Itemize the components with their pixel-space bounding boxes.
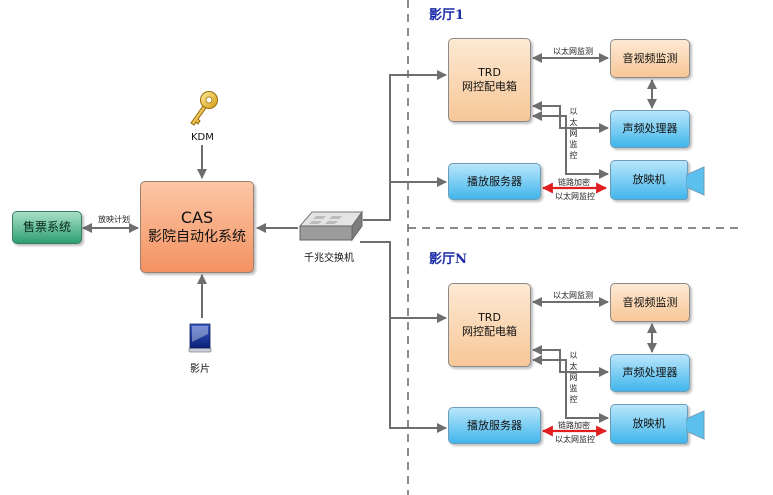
film-icon xyxy=(188,323,212,353)
hall-n-trd-box[interactable]: TRD 网控配电箱 xyxy=(448,283,531,367)
film-label: 影片 xyxy=(190,364,210,375)
switch-icon xyxy=(298,210,363,242)
ticket-system-label: 售票系统 xyxy=(22,220,71,234)
cas-box[interactable]: CAS 影院自动化系统 xyxy=(140,181,254,273)
hall-1-link-encrypt-label: 链路加密 xyxy=(558,178,590,187)
hall-n-audio-processor-label: 声频处理器 xyxy=(622,366,678,379)
ticket-system-box[interactable]: 售票系统 xyxy=(12,211,82,244)
hall-1-trd-subtitle: 网控配电箱 xyxy=(462,80,517,93)
hall-n-trd-title: TRD xyxy=(478,311,501,324)
hall-1-av-monitor-label: 音视频监测 xyxy=(622,51,678,65)
hall-n-eth-monitor-label: 以太网监测 xyxy=(553,291,593,300)
hall-1-av-monitor-box[interactable]: 音视频监测 xyxy=(610,39,690,78)
hall-n-av-monitor-label: 音视频监测 xyxy=(622,295,678,309)
key-icon xyxy=(190,91,218,126)
hall-n-title: 影厅N xyxy=(429,252,467,267)
hall-n-link-encrypt-label: 链路加密 xyxy=(558,421,590,430)
hall-1-eth-monitor-label: 以太网监测 xyxy=(553,47,593,56)
hall-n-av-monitor-box[interactable]: 音视频监测 xyxy=(610,283,690,322)
hall-1-trd-title: TRD xyxy=(478,66,501,79)
hall-1-play-server-label: 播放服务器 xyxy=(467,174,522,188)
hall-1-projector-box[interactable]: 放映机 xyxy=(610,160,688,200)
schedule-label: 放映计划 xyxy=(98,215,130,224)
kdm-label: KDM xyxy=(191,132,214,143)
hall-n-eth-control-vertical-label: 以太网监控 xyxy=(569,351,578,404)
switch-label: 千兆交换机 xyxy=(304,253,354,264)
hall-n-play-server-box[interactable]: 播放服务器 xyxy=(448,407,541,444)
cas-subtitle: 影院自动化系统 xyxy=(148,229,246,245)
hall-n-projector-box[interactable]: 放映机 xyxy=(610,404,688,444)
hall-1-audio-processor-label: 声频处理器 xyxy=(622,122,678,135)
hall-1-eth-control-vertical-label: 以太网监控 xyxy=(569,107,578,160)
hall-n-eth-control-label: 以太网监控 xyxy=(555,435,595,444)
hall-1-title: 影厅1 xyxy=(429,8,465,23)
hall-n-play-server-label: 播放服务器 xyxy=(467,418,522,432)
hall-1-projector-lens-icon xyxy=(686,166,705,196)
cas-title: CAS xyxy=(180,208,214,227)
hall-1-projector-label: 放映机 xyxy=(632,173,666,186)
hall-n-trd-subtitle: 网控配电箱 xyxy=(462,325,517,338)
hall-1-trd-box[interactable]: TRD 网控配电箱 xyxy=(448,38,531,122)
hall-n-projector-lens-icon xyxy=(686,410,705,440)
hall-1-play-server-box[interactable]: 播放服务器 xyxy=(448,163,541,200)
hall-1-audio-processor-box[interactable]: 声频处理器 xyxy=(610,110,690,148)
hall-n-audio-processor-box[interactable]: 声频处理器 xyxy=(610,354,690,392)
hall-1-eth-control-label: 以太网监控 xyxy=(555,192,595,201)
hall-n-projector-label: 放映机 xyxy=(632,417,666,430)
